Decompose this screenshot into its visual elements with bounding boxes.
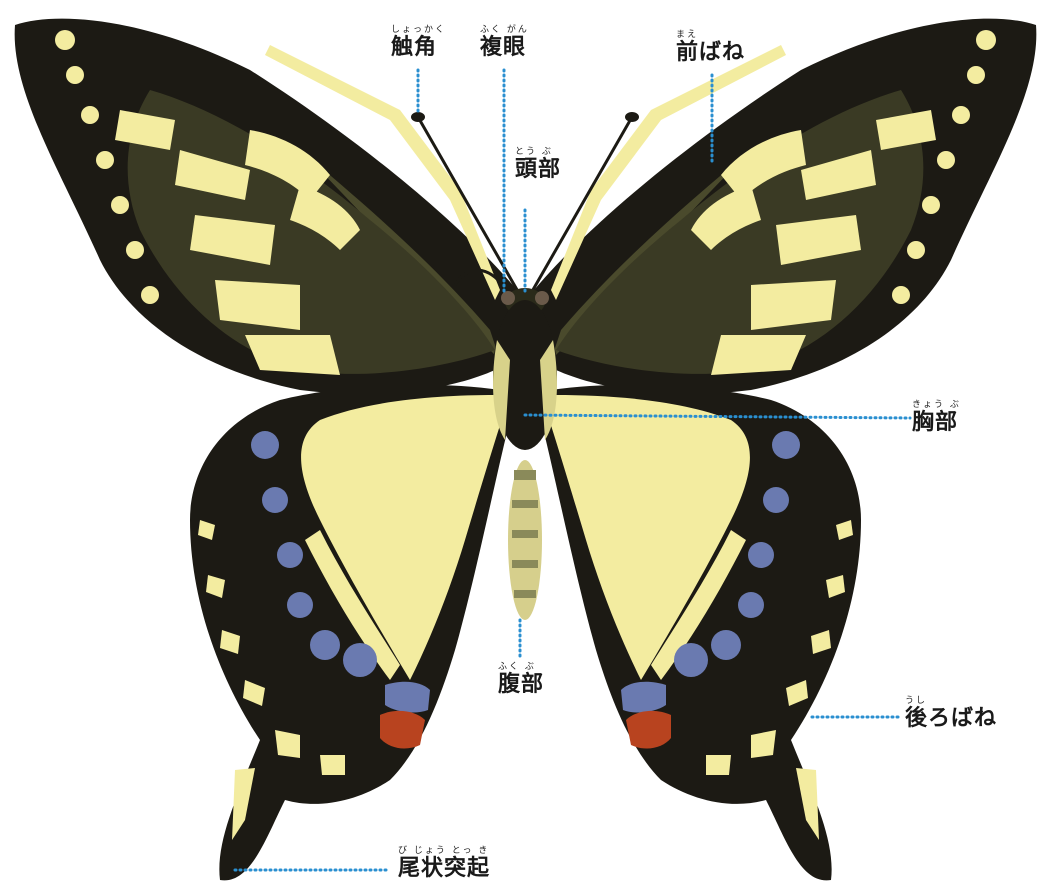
label-head: とう ぶ 頭部	[515, 148, 561, 181]
label-abdomen: ふく ぶ 腹部	[498, 663, 544, 696]
label-thorax: きょう ぶ 胸部	[912, 401, 961, 434]
label-hindwing: うし 後ろばね	[905, 697, 997, 730]
label-forewing: まえ 前ばね	[676, 31, 745, 64]
left-wings	[15, 19, 525, 881]
label-tail: び じょう とっ き 尾状突起	[398, 847, 490, 880]
label-antenna: しょっかく 触角	[391, 26, 446, 59]
right-wings	[526, 19, 1036, 881]
label-compound-eye: ふく がん 複眼	[480, 26, 529, 59]
